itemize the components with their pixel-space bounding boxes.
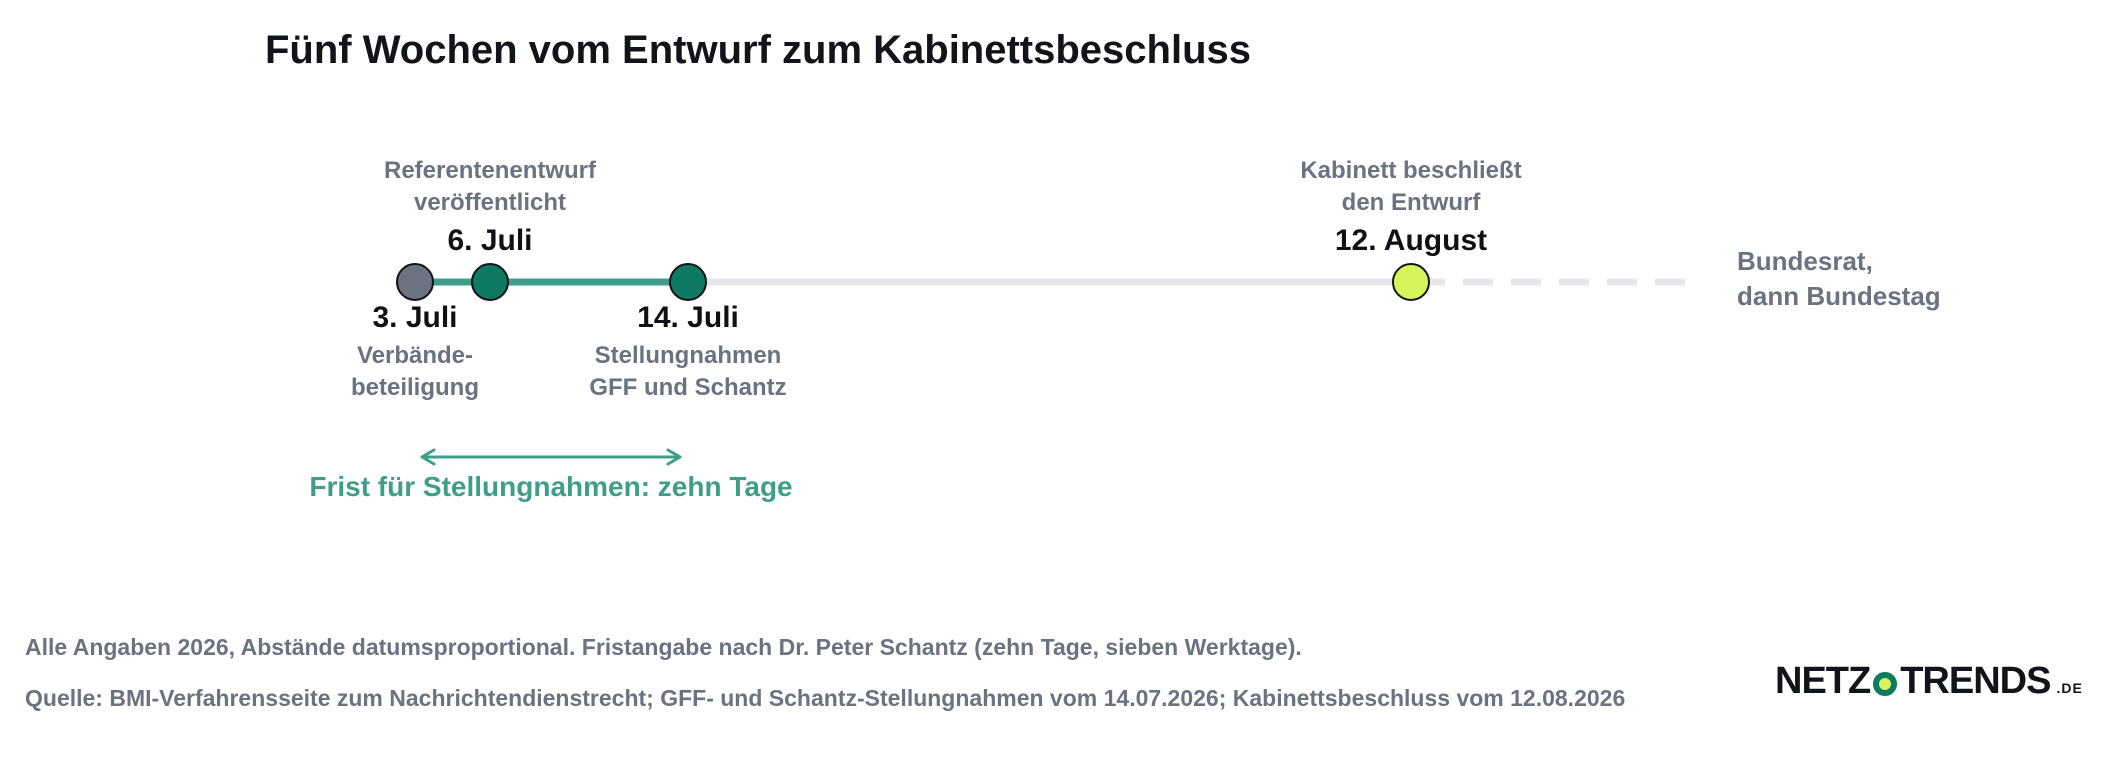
logo-text-right: TRENDS <box>1900 660 2051 702</box>
caption-line: den Entwurf <box>1341 189 1481 216</box>
chart-title: Fünf Wochen vom Entwurf zum Kabinettsbes… <box>265 28 1252 72</box>
continuation-line: Bundesrat, <box>1737 246 1873 276</box>
event-date-6-juli: 6. Juli <box>447 224 533 257</box>
caption-line: beteiligung <box>351 374 479 401</box>
logo-tld: .DE <box>2056 680 2083 696</box>
caption-line: Stellungnahmen <box>594 342 782 369</box>
caption-line: Referentenentwurf <box>383 157 597 184</box>
event-marker-3-juli <box>396 263 434 301</box>
event-caption-14-juli: Stellungnahmen GFF und Schantz <box>548 340 828 404</box>
brand-logo: NETZ TRENDS .DE <box>1775 660 2083 703</box>
event-date-14-juli: 14. Juli <box>637 301 739 334</box>
event-caption-6-juli: Referentenentwurf veröffentlicht <box>340 155 640 219</box>
caption-line: Kabinett beschließt <box>1300 157 1522 184</box>
continuation-line: dann Bundestag <box>1737 281 1941 311</box>
deadline-arrow <box>420 448 682 466</box>
event-caption-12-august: Kabinett beschließt den Entwurf <box>1256 155 1566 219</box>
caption-line: veröffentlicht <box>413 189 566 216</box>
deadline-label: Frist für Stellungnahmen: zehn Tage <box>309 471 793 502</box>
caption-line: Verbände- <box>356 342 474 369</box>
event-date-3-juli: 3. Juli <box>372 301 458 334</box>
event-marker-6-juli <box>471 263 509 301</box>
event-marker-14-juli <box>669 263 707 301</box>
footnote-source: Quelle: BMI-Verfahrensseite zum Nachrich… <box>25 685 1626 711</box>
continuation-label: Bundesrat, dann Bundestag <box>1737 244 1941 314</box>
footnote-note: Alle Angaben 2026, Abstände datumspropor… <box>25 634 1302 660</box>
logo-text-left: NETZ <box>1775 660 1871 702</box>
logo-dot-icon <box>1873 672 1898 696</box>
event-marker-12-august <box>1392 263 1430 301</box>
event-caption-3-juli: Verbände- beteiligung <box>315 340 515 404</box>
caption-line: GFF und Schantz <box>589 374 787 401</box>
event-date-12-august: 12. August <box>1334 224 1488 257</box>
